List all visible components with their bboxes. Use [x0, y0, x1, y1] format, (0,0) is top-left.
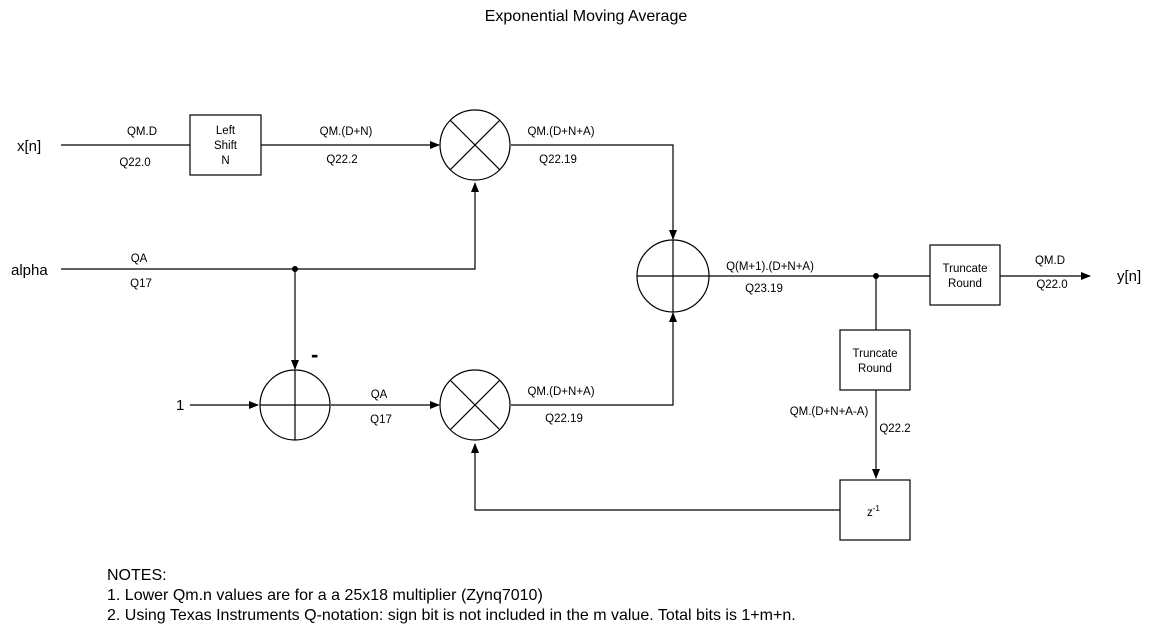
output-y-label: y[n]	[1117, 268, 1141, 285]
junction-dot-alpha	[292, 266, 298, 272]
subtract-sign: -	[311, 342, 318, 367]
left-shift-label-line2: Shift	[214, 140, 238, 152]
junction-dot-sum	[873, 273, 879, 279]
wire-mult1-to-sum	[511, 144, 677, 240]
delay-label: z-1	[867, 504, 880, 519]
note-item: 1. Lower Qm.n values are for a a 25x18 m…	[107, 587, 543, 604]
note-item: 2. Using Texas Instruments Q-notation: s…	[107, 607, 796, 624]
left-shift-label-line1: Left	[216, 125, 236, 137]
delay-label-exponent: -1	[873, 504, 881, 513]
signal-x-format: QM.D	[127, 126, 157, 138]
truncate-round-output-block: Truncate Round	[929, 244, 1001, 306]
multiplier-2-cross-b	[449, 379, 501, 431]
signal-x-qvalue: Q22.0	[119, 157, 150, 169]
multiplier-2	[439, 369, 511, 441]
signal-mult2-out-format: QM.(D+N+A)	[527, 386, 594, 398]
truncate-round-feedback-box	[839, 329, 911, 391]
delay-block: z-1	[839, 479, 911, 541]
signal-y-format: QM.D	[1035, 255, 1065, 267]
delay-box	[839, 479, 911, 541]
left-shift-block: Left Shift N	[189, 114, 262, 176]
truncate-round-feedback-line2: Round	[858, 363, 892, 375]
signal-feedback-qvalue: Q22.2	[879, 423, 910, 435]
left-shift-box	[189, 114, 262, 176]
wire-alpha-to-mult1	[61, 182, 479, 270]
signal-alpha-qvalue: Q17	[130, 278, 152, 290]
summer	[636, 239, 710, 313]
multiplier-1-cross-b	[449, 119, 501, 171]
signal-sub-out-qvalue: Q17	[370, 414, 392, 426]
signal-mult1-out-format: QM.(D+N+A)	[527, 126, 594, 138]
subtractor: -	[259, 342, 331, 441]
notes-heading: NOTES:	[107, 567, 167, 584]
input-x-label: x[n]	[17, 138, 41, 155]
truncate-round-feedback-block: Truncate Round	[839, 329, 911, 391]
notes-section: NOTES: 1. Lower Qm.n values are for a a …	[107, 566, 1007, 626]
signal-alpha-format: QA	[131, 253, 148, 265]
wire-mult2-to-sum	[511, 312, 677, 406]
signal-shift-out-qvalue: Q22.2	[326, 154, 357, 166]
truncate-round-output-box	[929, 244, 1001, 306]
multiplier-1	[439, 109, 511, 181]
truncate-round-output-line1: Truncate	[943, 263, 988, 275]
signal-sum-out-format: Q(M+1).(D+N+A)	[726, 261, 814, 273]
signal-sum-out-qvalue: Q23.19	[745, 283, 783, 295]
signal-mult2-out-qvalue: Q22.19	[545, 413, 583, 425]
diagram-title: Exponential Moving Average	[485, 8, 688, 25]
wires	[61, 141, 1091, 511]
delay-label-base: z	[867, 507, 873, 519]
signal-mult1-out-qvalue: Q22.19	[539, 154, 577, 166]
left-shift-label-line3: N	[221, 155, 229, 167]
input-alpha-label: alpha	[11, 262, 48, 279]
signal-y-qvalue: Q22.0	[1036, 279, 1067, 291]
truncate-round-feedback-line1: Truncate	[853, 348, 898, 360]
input-one-label: 1	[176, 397, 184, 414]
signal-shift-out-format: QM.(D+N)	[320, 126, 373, 138]
truncate-round-output-line2: Round	[948, 278, 982, 290]
signal-feedback-format: QM.(D+N+A-A)	[790, 406, 869, 418]
signal-annotations: QM.D Q22.0 QM.(D+N) Q22.2 QM.(D+N+A) Q22…	[119, 126, 1067, 435]
signal-sub-out-format: QA	[371, 389, 388, 401]
wire-delay-to-mult2	[471, 443, 840, 511]
